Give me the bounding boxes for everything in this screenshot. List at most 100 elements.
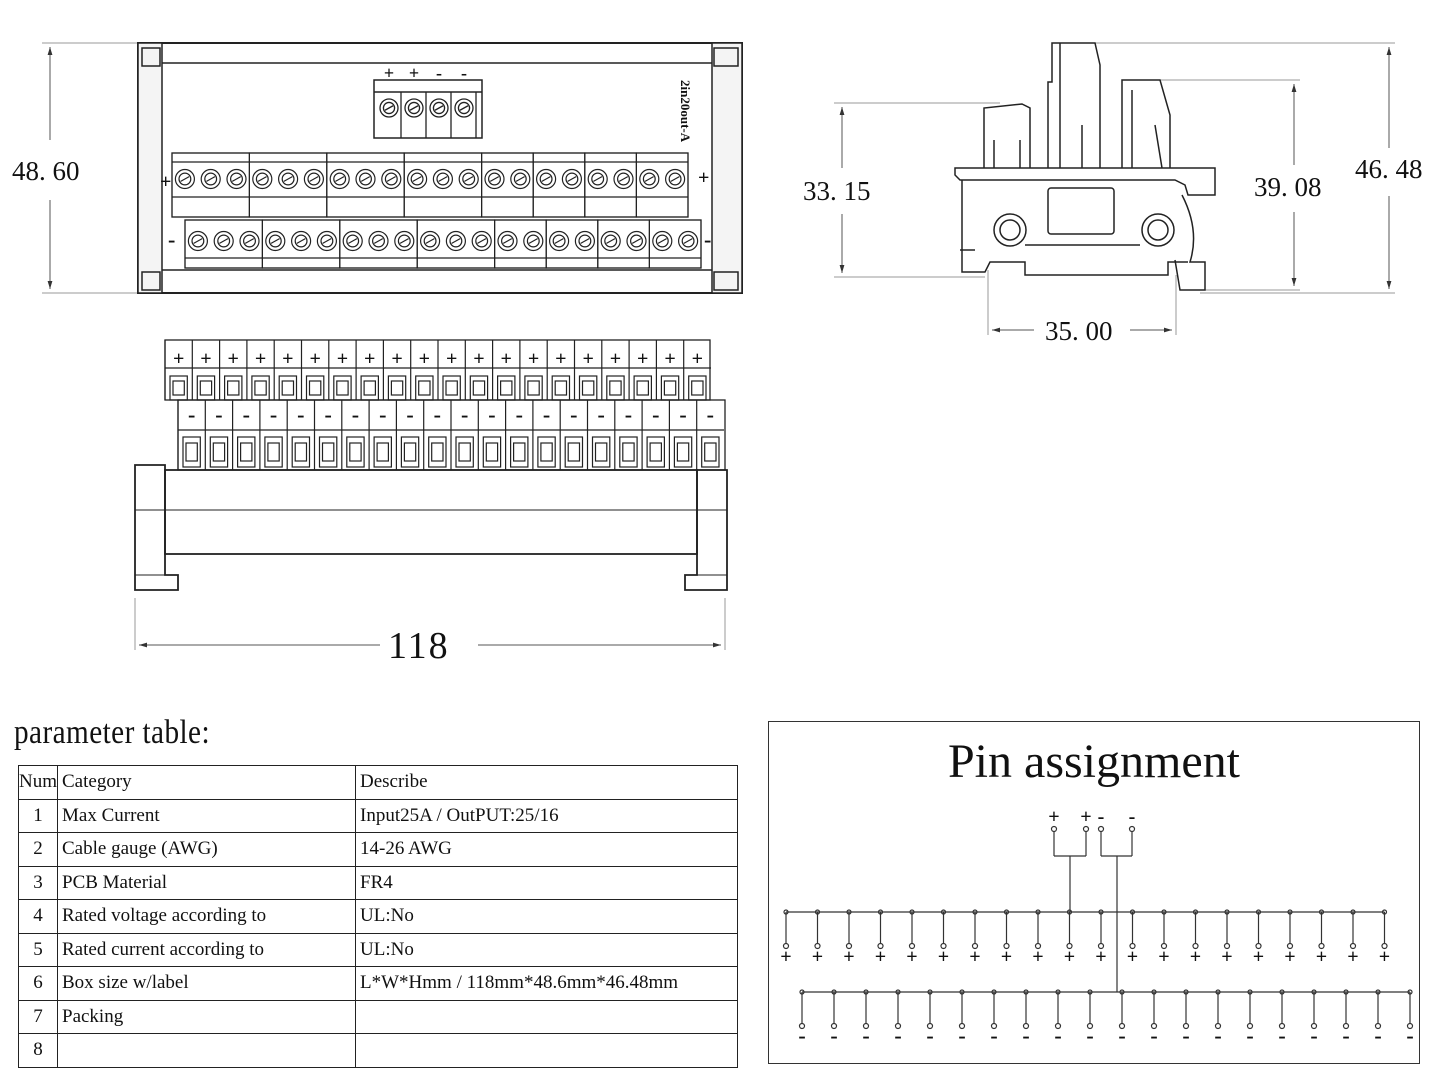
top-terminal-slot bbox=[564, 436, 584, 468]
row-num: 7 bbox=[18, 999, 58, 1034]
top-plus-label: + bbox=[364, 348, 375, 370]
top-terminal-slot bbox=[224, 375, 243, 401]
terminal-screw-slot bbox=[668, 172, 682, 186]
top-minus-label: - bbox=[243, 402, 250, 427]
terminal-screw bbox=[278, 168, 299, 190]
terminal-screw-slot bbox=[449, 234, 463, 248]
terminal-screw bbox=[291, 230, 312, 252]
pin-diagram bbox=[782, 825, 1414, 1030]
pin-plus-label: + bbox=[812, 946, 823, 968]
pin-labels: ++--++++++++++++++++++++----------------… bbox=[780, 806, 1413, 1048]
terminal-screw-slot bbox=[407, 101, 421, 115]
pin-input-label: - bbox=[1098, 806, 1105, 828]
top-minus-label: - bbox=[270, 402, 277, 427]
top-terminal-slot bbox=[196, 375, 216, 401]
pin-plus-label: + bbox=[1379, 946, 1390, 968]
top-plus-label: + bbox=[501, 348, 512, 370]
top-terminal-slot bbox=[469, 375, 489, 401]
top-terminal-slot bbox=[701, 436, 720, 468]
pin-node bbox=[1128, 825, 1136, 833]
terminal-screw bbox=[471, 230, 492, 252]
pin-minus-label: - bbox=[926, 1023, 933, 1048]
row-num: 4 bbox=[18, 899, 58, 934]
terminal-screw-slot bbox=[436, 172, 450, 186]
terminal-screw bbox=[265, 230, 286, 252]
terminal-screw-slot bbox=[630, 234, 643, 248]
input-sign-label: + bbox=[384, 63, 394, 83]
top-plus-label: + bbox=[582, 348, 593, 370]
terminal-screw bbox=[613, 168, 634, 190]
terminal-screw bbox=[329, 168, 350, 190]
top-terminal-slot bbox=[318, 436, 338, 468]
top-plus-label: + bbox=[637, 348, 648, 370]
row-category: PCB Material bbox=[57, 865, 356, 900]
row-describe: UL:No bbox=[355, 899, 738, 934]
terminal-screw bbox=[626, 230, 647, 252]
header-category: Category bbox=[57, 765, 356, 800]
pin-node bbox=[958, 1022, 966, 1030]
terminal-screw bbox=[677, 230, 699, 252]
pin-node bbox=[990, 1022, 998, 1030]
top-terminal-slot bbox=[497, 375, 516, 401]
top-plus-label: + bbox=[610, 348, 621, 370]
terminal-screw-slot bbox=[423, 234, 437, 248]
top-terminal-slot bbox=[305, 375, 325, 401]
terminal-screw bbox=[652, 230, 673, 252]
pin-node bbox=[1097, 825, 1105, 833]
terminal-screw-slot bbox=[281, 172, 295, 186]
input-sign-label: - bbox=[436, 63, 442, 83]
pin-node bbox=[971, 942, 979, 950]
terminal-screw-slot bbox=[384, 172, 398, 186]
table-header-row: Num Category Describe bbox=[18, 765, 738, 800]
top-minus-label: - bbox=[516, 402, 523, 427]
terminal-screw-slot bbox=[642, 172, 656, 186]
top-plus-label: + bbox=[391, 348, 402, 370]
terminal-screw-slot bbox=[333, 172, 347, 186]
row-category: Max Current bbox=[57, 798, 356, 833]
top-terminal-slot bbox=[387, 375, 407, 401]
top-plus-label: + bbox=[664, 348, 675, 370]
terminal-screw-slot bbox=[255, 172, 269, 186]
pin-minus-label: - bbox=[1022, 1023, 1029, 1048]
top-terminal-slot bbox=[333, 375, 352, 401]
pin-node bbox=[1054, 1022, 1062, 1030]
terminal-screw bbox=[252, 168, 273, 190]
terminal-screw-slot bbox=[578, 234, 592, 248]
terminal-block bbox=[184, 219, 264, 269]
top-plus-label: + bbox=[337, 348, 348, 370]
top-plus-label: + bbox=[555, 348, 566, 370]
terminal-screw bbox=[381, 168, 402, 190]
pin-node bbox=[782, 942, 790, 950]
pin-input-label: + bbox=[1080, 806, 1091, 828]
terminal-screw-slot bbox=[591, 172, 605, 186]
top-minus-label: - bbox=[488, 402, 495, 427]
terminal-screw-slot bbox=[320, 234, 334, 248]
pin-node bbox=[1003, 942, 1010, 950]
terminal-screw-slot bbox=[462, 172, 476, 186]
terminal-screw bbox=[484, 168, 505, 190]
side-rail-height-dimension: 39. 08 bbox=[1254, 172, 1322, 202]
top-plus-label: + bbox=[309, 348, 320, 370]
pin-input-label: - bbox=[1129, 806, 1136, 828]
terminal-screw-slot bbox=[604, 234, 618, 248]
terminal-screw-slot bbox=[552, 234, 566, 248]
top-minus-label: - bbox=[324, 402, 331, 427]
top-terminal-slot bbox=[646, 436, 665, 468]
top-minus-label: - bbox=[406, 402, 413, 427]
row-num: 6 bbox=[18, 966, 58, 1001]
front-view bbox=[42, 42, 743, 294]
top-minus-label: - bbox=[707, 402, 714, 427]
terminal-screw bbox=[497, 230, 518, 252]
pin-plus-label: + bbox=[1032, 946, 1043, 968]
top-terminal-slot bbox=[482, 436, 502, 468]
pin-minus-label: - bbox=[1054, 1023, 1061, 1048]
front-plus-right: + bbox=[698, 167, 709, 189]
terminal-screw-slot bbox=[230, 172, 243, 186]
row-num: 2 bbox=[18, 832, 58, 867]
pin-node bbox=[1150, 1022, 1158, 1030]
model-label: 2in20out-A bbox=[678, 80, 693, 143]
